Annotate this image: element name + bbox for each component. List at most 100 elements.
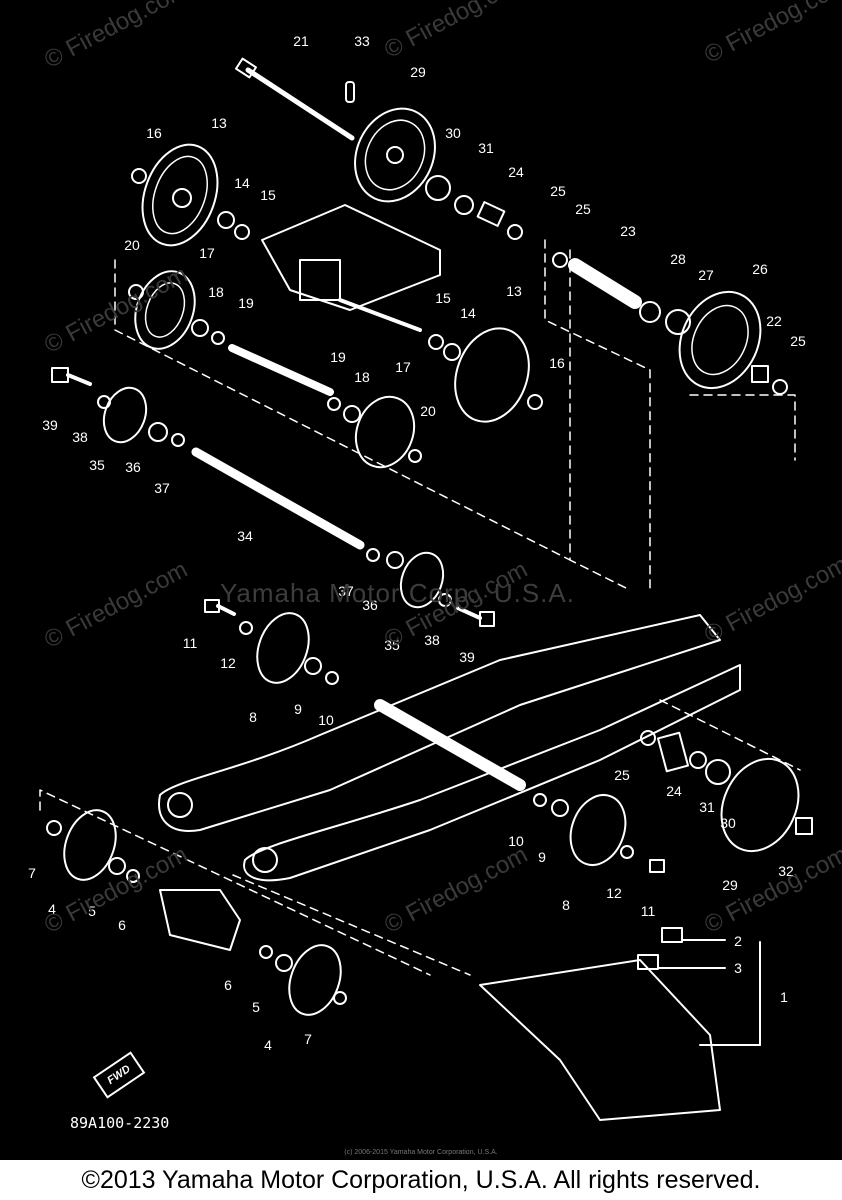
callout-35: 35 bbox=[89, 457, 105, 473]
callout-35: 35 bbox=[384, 637, 400, 653]
spacer-24 bbox=[476, 201, 506, 227]
callout-12: 12 bbox=[220, 655, 236, 671]
callout-38: 38 bbox=[424, 632, 440, 648]
callout-37: 37 bbox=[154, 480, 170, 496]
callout-9: 9 bbox=[294, 701, 302, 717]
callout-4: 4 bbox=[48, 901, 56, 917]
callout-25: 25 bbox=[790, 333, 806, 349]
callout-33: 33 bbox=[354, 33, 370, 49]
callout-15: 15 bbox=[435, 290, 451, 306]
callout-7: 7 bbox=[304, 1031, 312, 1047]
callout-19: 19 bbox=[238, 295, 254, 311]
bracket-lower bbox=[159, 889, 241, 951]
callout-13: 13 bbox=[506, 283, 522, 299]
collar-25c bbox=[772, 379, 788, 395]
clip-15 bbox=[234, 224, 250, 240]
callout-28: 28 bbox=[670, 251, 686, 267]
pivot-arm bbox=[261, 204, 441, 311]
axle-21 bbox=[245, 67, 355, 141]
ring-31 bbox=[454, 195, 474, 215]
callout-6: 6 bbox=[224, 977, 232, 993]
callout-8: 8 bbox=[562, 897, 570, 913]
bolt-11-lower bbox=[649, 859, 665, 873]
callout-32: 32 bbox=[778, 863, 794, 879]
callout-7: 7 bbox=[28, 865, 36, 881]
track-assembly bbox=[479, 959, 721, 1121]
callout-5: 5 bbox=[88, 903, 96, 919]
callout-11: 11 bbox=[183, 635, 198, 651]
callout-16: 16 bbox=[146, 125, 162, 141]
callout-26: 26 bbox=[752, 261, 768, 277]
callout-18: 18 bbox=[354, 369, 370, 385]
collar-25b bbox=[552, 252, 568, 268]
callout-21: 21 bbox=[293, 33, 309, 49]
wheel-8-lower bbox=[569, 794, 627, 866]
callout-13: 13 bbox=[211, 115, 227, 131]
washer-28 bbox=[639, 301, 661, 323]
wheel-35-right bbox=[399, 551, 445, 609]
spacer-24-right bbox=[656, 731, 690, 773]
slide-rail-left bbox=[158, 614, 721, 832]
callout-38: 38 bbox=[72, 429, 88, 445]
collar-25 bbox=[507, 224, 523, 240]
callout-14: 14 bbox=[234, 175, 250, 191]
tiny-notice: (c) 2006-2015 Yamaha Motor Corporation, … bbox=[344, 1149, 498, 1156]
callout-17: 17 bbox=[395, 359, 411, 375]
callout-10: 10 bbox=[508, 833, 524, 849]
callout-6: 6 bbox=[118, 917, 126, 933]
callout-31: 31 bbox=[478, 140, 494, 156]
slide-rail-right bbox=[243, 664, 741, 882]
callout-19: 19 bbox=[330, 349, 346, 365]
bolt-39-left bbox=[51, 367, 69, 383]
bearing-18 bbox=[191, 319, 209, 337]
callout-22: 22 bbox=[766, 313, 782, 329]
callout-2: 2 bbox=[734, 933, 742, 949]
wheel-13-center bbox=[454, 327, 530, 423]
clip-2 bbox=[661, 927, 683, 943]
callout-36: 36 bbox=[362, 597, 378, 613]
callout-25: 25 bbox=[614, 767, 630, 783]
bolt-39-right bbox=[479, 611, 495, 627]
callout-14: 14 bbox=[460, 305, 476, 321]
callout-20: 20 bbox=[420, 403, 436, 419]
wheel-8-upper bbox=[256, 612, 310, 684]
wheel-29-lower bbox=[720, 757, 800, 853]
callout-24: 24 bbox=[508, 164, 524, 180]
callout-37: 37 bbox=[338, 583, 354, 599]
callout-23: 23 bbox=[620, 223, 636, 239]
callout-25: 25 bbox=[575, 201, 591, 217]
wheel-26 bbox=[678, 290, 762, 390]
part-code: 89A100-2230 bbox=[70, 1114, 170, 1132]
callout-16: 16 bbox=[549, 355, 565, 371]
exploded-view-drawing: 2133291613303124252523141520171819282726… bbox=[28, 33, 813, 1121]
pivot-bracket bbox=[299, 259, 341, 301]
callout-27: 27 bbox=[698, 267, 714, 283]
callout-8: 8 bbox=[249, 709, 257, 725]
bearing-30 bbox=[425, 175, 451, 201]
wheel-17-center bbox=[354, 395, 416, 469]
callout-11: 11 bbox=[641, 903, 656, 919]
callout-39: 39 bbox=[42, 417, 58, 433]
wheel-13-left bbox=[141, 143, 219, 247]
callout-3: 3 bbox=[734, 960, 742, 976]
callout-20: 20 bbox=[124, 237, 140, 253]
center-watermark: Yamaha Motor Corp., U.S.A. bbox=[220, 578, 575, 608]
callout-1: 1 bbox=[780, 989, 788, 1005]
shaft-23 bbox=[568, 258, 642, 309]
callout-34: 34 bbox=[237, 528, 253, 544]
callout-15: 15 bbox=[260, 187, 276, 203]
copyright-footer: ©2013 Yamaha Motor Corporation, U.S.A. A… bbox=[0, 1160, 842, 1200]
washer-16 bbox=[131, 168, 147, 184]
wheel-35-left bbox=[102, 386, 148, 444]
axle-34 bbox=[191, 447, 365, 550]
callout-12: 12 bbox=[606, 885, 622, 901]
callout-30: 30 bbox=[720, 815, 736, 831]
callout-5: 5 bbox=[252, 999, 260, 1015]
callout-29: 29 bbox=[722, 877, 738, 893]
clip-3 bbox=[637, 954, 659, 970]
wheel-29-top bbox=[354, 107, 436, 203]
bearing-27 bbox=[665, 309, 691, 335]
cross-shaft bbox=[374, 699, 526, 791]
washer-20 bbox=[128, 284, 144, 300]
